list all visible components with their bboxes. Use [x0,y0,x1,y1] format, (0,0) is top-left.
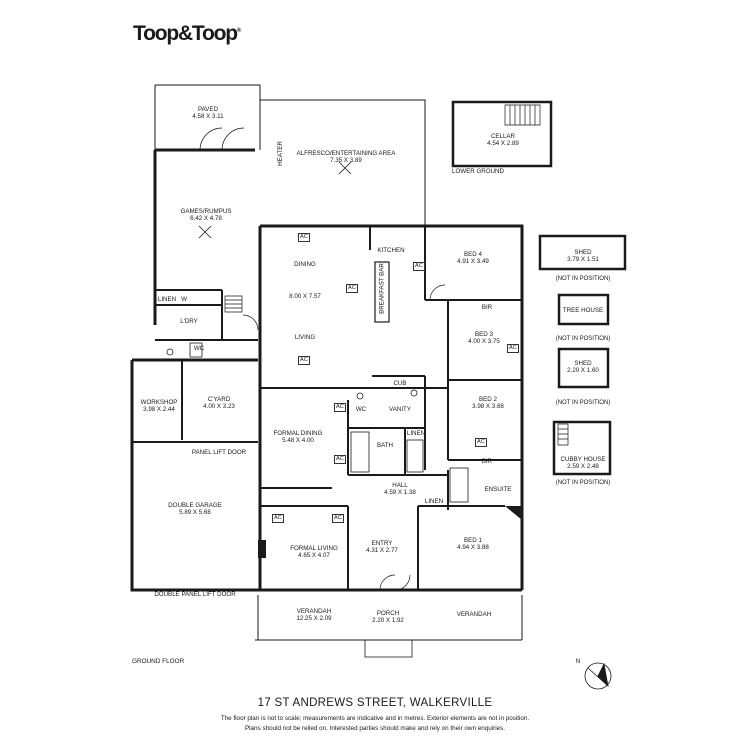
linen-label-2: LINEN [406,430,426,437]
breakfast-bar-label: BREAKFAST BAR [378,263,386,314]
ac-marker: AC [332,514,344,523]
room-bed3: BED 34.00 x 3.75 [468,331,500,345]
ac-marker: AC [272,514,284,523]
ceiling-fans [198,161,352,239]
lower-ground-label: LOWER GROUND [452,168,504,175]
outbuildings [451,100,627,476]
room-bed4: BED 44.91 x 3.49 [457,251,489,265]
wc-label: WC [193,345,205,352]
ground-floor-label: GROUND FLOOR [132,658,185,665]
north-label: N [575,658,581,665]
bir-label-1: BIR [481,304,493,311]
kitchen-label: KITCHEN [377,247,405,254]
outdoor-outlines [154,84,523,641]
vanity-label: VANITY [389,406,411,413]
ac-marker: AC [475,438,487,447]
ac-marker: AC [334,455,346,464]
dining-label: DINING [294,261,316,268]
address-title: 17 ST ANDREWS STREET, WALKERVILLE [257,697,493,709]
dining-living-dims: 8.00 x 7.57 [289,293,321,300]
ac-marker: AC [298,356,310,365]
shed2-note: (NOT IN POSITION) [555,400,611,406]
room-bed2: BED 23.98 x 3.68 [472,396,504,410]
shed1-note: (NOT IN POSITION) [555,276,611,282]
ac-marker: AC [298,233,310,242]
compass [584,662,612,690]
exterior-walls [130,148,524,592]
ac-marker: AC [334,403,346,412]
linen-label-3: LINEN [424,498,444,505]
tree-house-label: TREE HOUSE [562,307,604,314]
stairs [224,104,569,446]
wc-label-2: WC [355,406,367,413]
ac-marker: AC [507,344,519,353]
ldry-label: L'DRY [180,318,198,325]
bath-label: BATH [376,442,394,449]
double-panel-lift-door-label: DOUBLE PANEL LIFT DOOR [154,591,236,598]
cub-label: CUB [393,380,407,387]
brand-logo: Toop&Toop® [133,22,241,45]
living-label: LIVING [294,334,316,341]
ac-marker: AC [346,284,358,293]
porch-steps [364,639,413,658]
disclaimer-line2: Plans should not be relied on. Intereste… [244,725,506,732]
verandah-label-2: VERANDAH [456,611,492,618]
tree-house-note: (NOT IN POSITION) [555,336,611,342]
cubby-note: (NOT IN POSITION) [555,480,611,486]
ensuite-label: ENSUITE [484,486,512,493]
breakfast-bar [374,261,390,323]
fixtures [166,342,469,503]
door-swings [199,127,446,591]
panel-lift-door-label: PANEL LIFT DOOR [191,449,247,456]
disclaimer-line1: The floor plan is not to scale; measurem… [220,715,530,722]
room-bed1: BED 14.94 x 3.88 [457,537,489,551]
heater-label: HEATER [276,141,284,166]
bir-label-2: BIR [481,458,493,465]
ac-marker: AC [413,262,425,271]
linen-label: LINEN [157,296,177,303]
interior-walls [132,226,522,590]
w-label: W [181,296,187,303]
